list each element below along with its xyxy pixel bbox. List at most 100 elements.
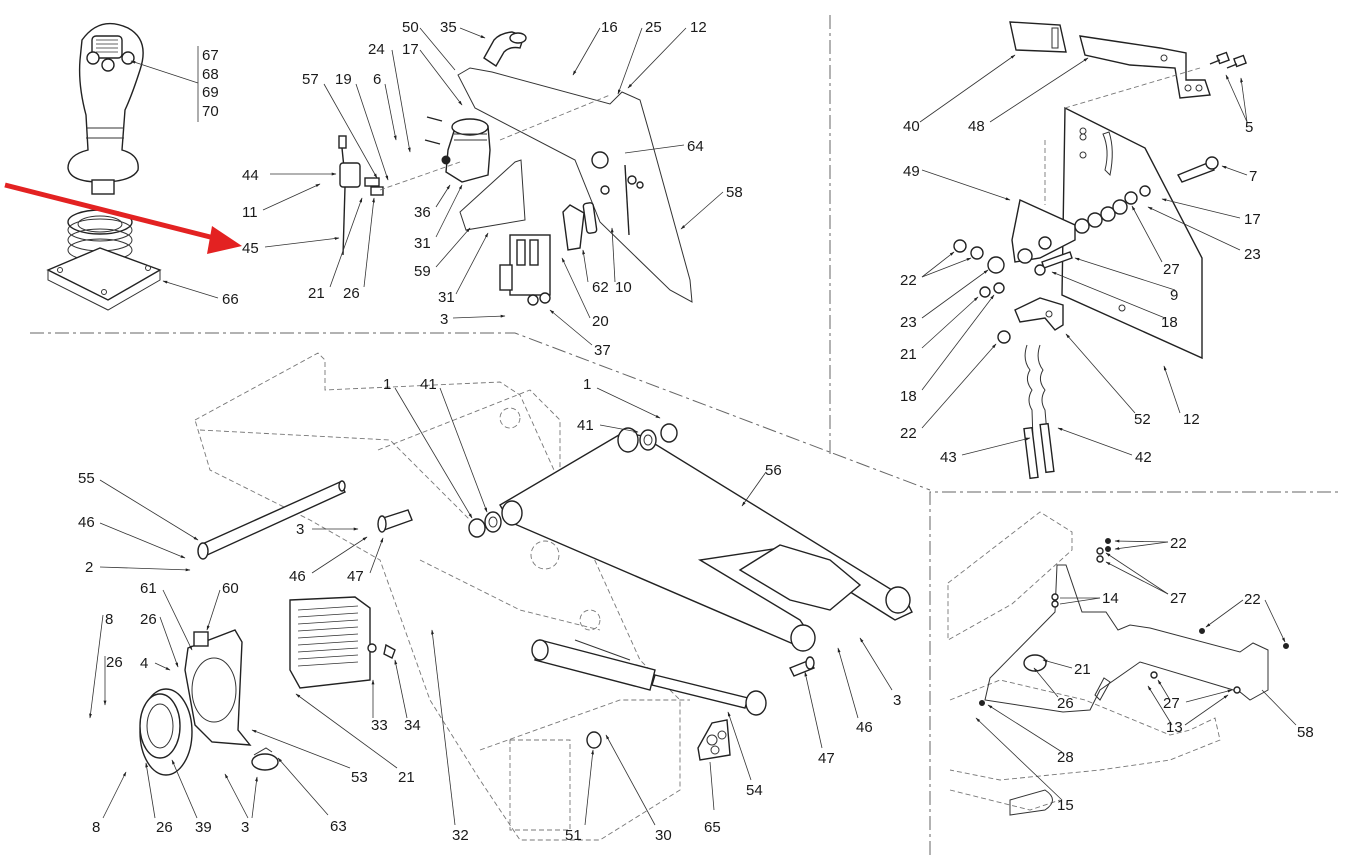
callout-26-d: 26 bbox=[156, 819, 173, 836]
control-valve-block bbox=[499, 234, 551, 306]
callout-20: 20 bbox=[592, 313, 609, 330]
callout-47: 47 bbox=[347, 568, 364, 585]
callout-28: 28 bbox=[1057, 749, 1074, 766]
callout-39: 39 bbox=[195, 819, 212, 836]
callout-18-b: 18 bbox=[900, 388, 917, 405]
callout-23-b: 23 bbox=[900, 314, 917, 331]
callout-36: 36 bbox=[414, 204, 431, 221]
callout-60: 60 bbox=[222, 580, 239, 597]
callout-4: 4 bbox=[140, 655, 148, 672]
lift-arm-section: 55 46 2 3 46 47 1 41 1 41 56 61 60 8 26 … bbox=[78, 352, 913, 844]
filter-cartridge bbox=[562, 202, 598, 251]
callout-17: 17 bbox=[402, 41, 419, 58]
filler-neck bbox=[483, 31, 527, 67]
callout-16: 16 bbox=[601, 19, 618, 36]
callout-26-c: 26 bbox=[106, 654, 123, 671]
callout-46-b: 46 bbox=[289, 568, 306, 585]
callout-22-d: 22 bbox=[1244, 591, 1261, 608]
callout-35: 35 bbox=[440, 19, 457, 36]
joystick-section: 67 68 69 70 66 bbox=[46, 22, 239, 311]
callout-3: 3 bbox=[440, 311, 448, 328]
callout-7: 7 bbox=[1249, 168, 1257, 185]
callout-22-b: 22 bbox=[900, 425, 917, 442]
callout-31-b: 31 bbox=[438, 289, 455, 306]
nuts bbox=[953, 239, 1073, 344]
callout-27: 27 bbox=[1163, 261, 1180, 278]
callout-26-e: 26 bbox=[1057, 695, 1074, 712]
callout-49: 49 bbox=[903, 163, 920, 180]
callout-31: 31 bbox=[414, 235, 431, 252]
callout-30: 30 bbox=[655, 827, 672, 844]
chassis-ghost bbox=[194, 352, 690, 841]
callout-34: 34 bbox=[404, 717, 421, 734]
frame-plate-section: 22 27 14 22 21 26 27 13 58 28 15 bbox=[947, 511, 1314, 816]
fasteners bbox=[979, 538, 1289, 706]
callout-12: 12 bbox=[690, 19, 707, 36]
callout-41-b: 41 bbox=[577, 417, 594, 434]
callout-46: 46 bbox=[78, 514, 95, 531]
joystick-boot-base bbox=[46, 209, 162, 311]
callout-15: 15 bbox=[1057, 797, 1074, 814]
highlight-arrow bbox=[4, 182, 242, 254]
divider-bottom-right bbox=[929, 491, 1340, 855]
pump-linkage bbox=[624, 164, 644, 236]
leader-66 bbox=[162, 280, 219, 299]
callout-21-b: 21 bbox=[900, 346, 917, 363]
callout-8: 8 bbox=[105, 611, 113, 628]
callout-3-b: 3 bbox=[296, 521, 304, 538]
loader-arm bbox=[499, 427, 913, 652]
callout-55: 55 bbox=[78, 470, 95, 487]
fan-cover bbox=[139, 688, 193, 776]
callout-58: 58 bbox=[726, 184, 743, 201]
callout-17-b: 17 bbox=[1244, 211, 1261, 228]
pivot-shaft bbox=[197, 480, 346, 560]
side-plate bbox=[1061, 106, 1203, 360]
callout-51: 51 bbox=[565, 827, 582, 844]
callout-22: 22 bbox=[900, 272, 917, 289]
callout-33: 33 bbox=[371, 717, 388, 734]
callout-9: 9 bbox=[1170, 287, 1178, 304]
section-dividers bbox=[30, 15, 1340, 855]
callout-26: 26 bbox=[343, 285, 360, 302]
pedal-bracket-section: 40 48 5 7 49 17 23 27 22 9 23 18 21 18 2… bbox=[900, 21, 1261, 480]
callout-5: 5 bbox=[1245, 119, 1253, 136]
callout-11: 11 bbox=[242, 204, 258, 221]
spring-bracket bbox=[1014, 297, 1064, 331]
callout-18: 18 bbox=[1161, 314, 1178, 331]
pivot-bolt bbox=[1176, 156, 1219, 183]
callout-42: 42 bbox=[1135, 449, 1152, 466]
callout-58-b: 58 bbox=[1297, 724, 1314, 741]
pedal-pad bbox=[1009, 21, 1067, 53]
callout-69: 69 bbox=[202, 84, 219, 101]
callout-67: 67 bbox=[202, 47, 219, 64]
callout-21-d: 21 bbox=[1074, 661, 1091, 678]
oil-cooler bbox=[289, 596, 396, 689]
callout-26-b: 26 bbox=[140, 611, 157, 628]
callout-32: 32 bbox=[452, 827, 469, 844]
callout-14: 14 bbox=[1102, 590, 1119, 607]
part-51 bbox=[586, 731, 602, 749]
hydraulic-pump bbox=[424, 116, 491, 183]
callout-47-b: 47 bbox=[818, 750, 835, 767]
callout-48: 48 bbox=[968, 118, 985, 135]
callout-52: 52 bbox=[1134, 411, 1151, 428]
callout-61: 61 bbox=[140, 580, 157, 597]
leader-67-70 bbox=[130, 60, 199, 84]
frame-ghost bbox=[947, 511, 1221, 816]
control-valve-section: 44 11 45 21 26 57 19 6 24 17 50 35 16 25… bbox=[242, 19, 743, 359]
callout-37: 37 bbox=[594, 342, 611, 359]
red-arrow-head bbox=[207, 226, 242, 254]
callout-10: 10 bbox=[615, 279, 632, 296]
pin-47-left bbox=[377, 509, 413, 533]
callout-56: 56 bbox=[765, 462, 782, 479]
callout-44: 44 bbox=[242, 167, 259, 184]
callout-64: 64 bbox=[687, 138, 704, 155]
callout-46-c: 46 bbox=[856, 719, 873, 736]
callout-19: 19 bbox=[335, 71, 352, 88]
lift-cylinder bbox=[531, 639, 767, 716]
callout-43: 43 bbox=[940, 449, 957, 466]
callout-54: 54 bbox=[746, 782, 763, 799]
callout-65: 65 bbox=[704, 819, 721, 836]
callout-23: 23 bbox=[1244, 246, 1261, 263]
